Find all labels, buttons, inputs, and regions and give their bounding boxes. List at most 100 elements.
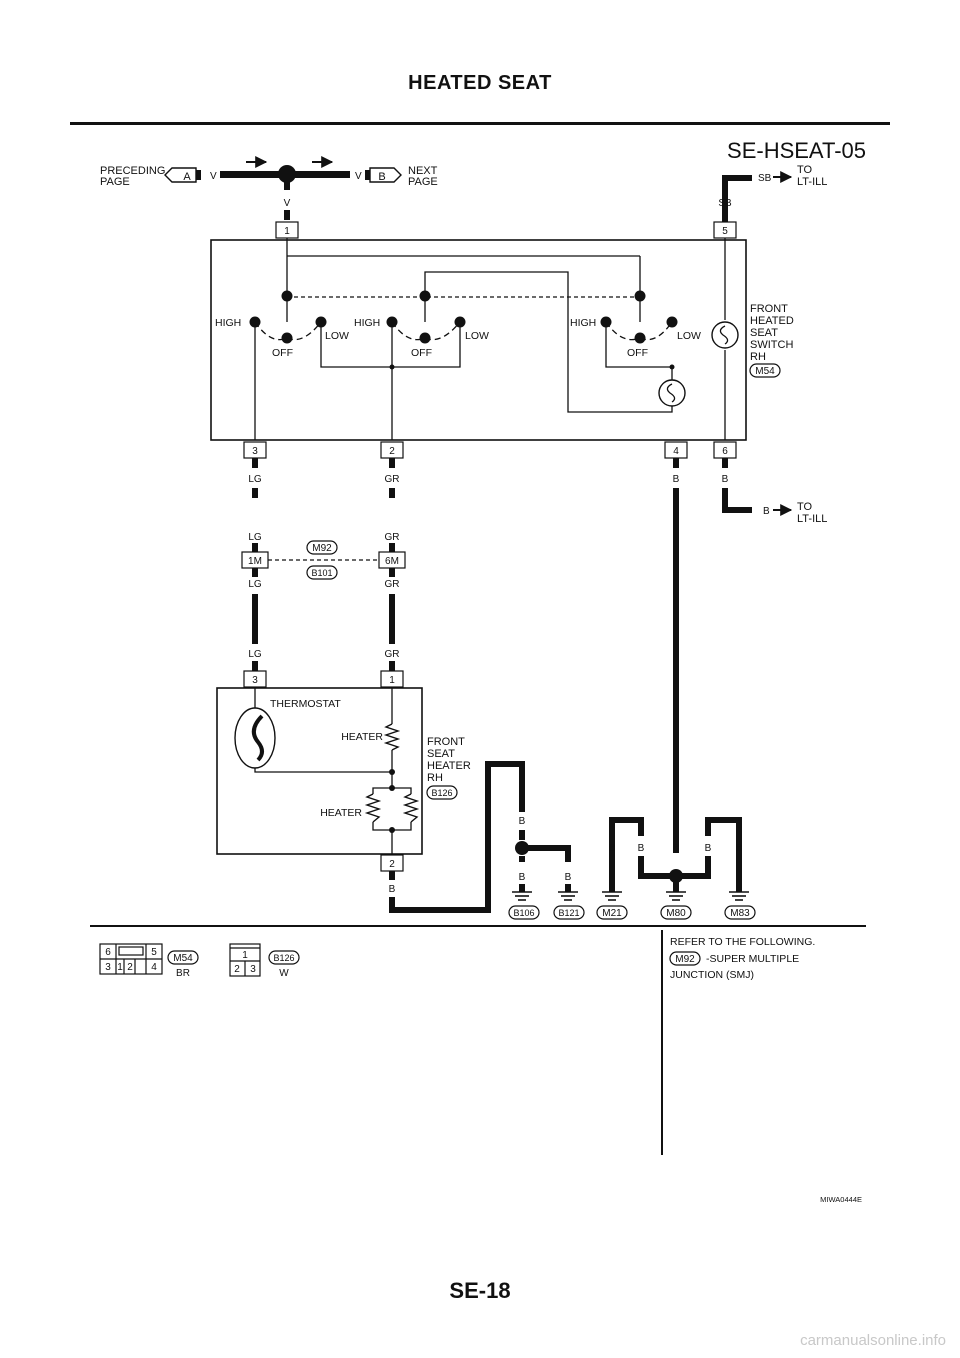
svg-text:PRECEDING: PRECEDING: [100, 165, 165, 177]
svg-text:B: B: [638, 843, 645, 854]
svg-text:HIGH: HIGH: [354, 317, 380, 329]
svg-text:1: 1: [389, 675, 395, 686]
svg-text:B106: B106: [513, 908, 534, 918]
svg-text:4: 4: [151, 962, 157, 973]
connector-b126-badge[interactable]: B126: [426, 785, 458, 800]
heater-element-icon: [364, 723, 420, 823]
reference-m92-badge[interactable]: M92: [669, 951, 701, 966]
svg-text:3: 3: [252, 446, 258, 457]
svg-text:2: 2: [234, 964, 240, 975]
svg-text:1: 1: [284, 226, 290, 237]
svg-text:THERMOSTAT: THERMOSTAT: [270, 698, 341, 710]
svg-text:FRONT: FRONT: [427, 736, 465, 748]
svg-text:5: 5: [151, 947, 157, 958]
header-rule: [70, 122, 890, 125]
svg-text:LT-ILL: LT-ILL: [797, 513, 827, 525]
svg-text:B: B: [519, 872, 526, 883]
connector-m54-badge[interactable]: M54: [749, 363, 781, 378]
heater-label: FRONT SEAT HEATER RH: [427, 736, 471, 784]
thermostat-icon: [234, 707, 276, 769]
svg-text:M80: M80: [666, 908, 686, 919]
indicator-lamp-icon: [658, 379, 686, 407]
svg-text:LG: LG: [248, 532, 262, 543]
svg-text:OFF: OFF: [627, 347, 648, 359]
switch-pin-1: 1: [275, 221, 299, 239]
svg-text:SEAT: SEAT: [427, 748, 455, 760]
svg-text:M92: M92: [675, 954, 695, 965]
connector-view-m54: [99, 943, 163, 975]
svg-text:GR: GR: [385, 579, 400, 590]
watermark: carmanualsonline.info: [800, 1332, 946, 1349]
svg-text:LOW: LOW: [325, 330, 349, 342]
connector-m92-badge[interactable]: M92: [306, 540, 338, 555]
page-number: SE-18: [449, 1278, 511, 1303]
ground-m80-badge[interactable]: M80: [660, 905, 692, 920]
svg-text:LG: LG: [248, 649, 262, 660]
switch-pin-4: 4: [664, 441, 688, 459]
svg-text:B: B: [722, 474, 729, 485]
svg-text:LG: LG: [248, 474, 262, 485]
image-code: MIWA0444E: [820, 1195, 862, 1204]
switch-pin-5: 5: [713, 221, 737, 239]
connector-view-b126-badge[interactable]: B126: [268, 950, 300, 965]
svg-text:B: B: [673, 474, 680, 485]
ground-m83-badge[interactable]: M83: [724, 905, 756, 920]
ground-b121-badge[interactable]: B121: [553, 905, 585, 920]
svg-text:TO: TO: [797, 164, 813, 176]
connector-b101-badge[interactable]: B101: [306, 565, 338, 580]
svg-text:6M: 6M: [385, 556, 399, 567]
svg-text:B: B: [565, 872, 572, 883]
svg-text:B126: B126: [431, 788, 452, 798]
svg-text:LG: LG: [248, 579, 262, 590]
svg-text:5: 5: [722, 226, 728, 237]
svg-text:1: 1: [242, 950, 248, 961]
svg-text:GR: GR: [385, 532, 400, 543]
junction-pin-1m: 1M: [241, 551, 269, 569]
switch-pin-3: 3: [243, 441, 267, 459]
heater-pin-2: 2: [380, 854, 404, 872]
svg-text:SEAT: SEAT: [750, 327, 778, 339]
svg-text:B: B: [763, 506, 770, 517]
heated-seat-switch: [210, 239, 747, 441]
svg-text:LT-ILL: LT-ILL: [797, 176, 827, 188]
page-title: HEATED SEAT: [408, 72, 552, 94]
svg-text:RH: RH: [427, 772, 443, 784]
svg-text:JUNCTION (SMJ): JUNCTION (SMJ): [670, 969, 754, 981]
svg-text:B: B: [609, 843, 616, 854]
connector-view-m54-badge[interactable]: M54: [167, 950, 199, 965]
svg-text:3: 3: [252, 675, 258, 686]
svg-text:V: V: [355, 171, 362, 182]
svg-text:GR: GR: [385, 649, 400, 660]
diagram-id: SE-HSEAT-05: [727, 138, 866, 163]
svg-text:PAGE: PAGE: [100, 176, 130, 188]
junction-pin-6m: 6M: [378, 551, 406, 569]
svg-text:4: 4: [673, 446, 679, 457]
svg-text:M21: M21: [602, 908, 622, 919]
next-page-ref[interactable]: V B NEXT PAGE: [355, 165, 438, 188]
svg-text:2: 2: [389, 446, 395, 457]
svg-text:1M: 1M: [248, 556, 262, 567]
heater-pin-1: 1: [380, 670, 404, 688]
svg-text:HIGH: HIGH: [215, 317, 241, 329]
svg-text:SB: SB: [758, 173, 772, 184]
ground-b106-badge[interactable]: B106: [508, 905, 540, 920]
svg-text:M54: M54: [173, 953, 193, 964]
svg-text:W: W: [279, 968, 289, 979]
preceding-page-ref[interactable]: PRECEDING PAGE A V: [100, 165, 217, 188]
switch-pin-2: 2: [380, 441, 404, 459]
svg-text:M54: M54: [755, 366, 775, 377]
heater-pin-3: 3: [243, 670, 267, 688]
ground-icon: [512, 891, 749, 901]
svg-text:2: 2: [389, 859, 395, 870]
svg-text:HEATER: HEATER: [341, 731, 383, 743]
svg-text:B: B: [736, 843, 743, 854]
svg-text:3: 3: [250, 964, 256, 975]
svg-text:TO: TO: [797, 501, 813, 513]
ground-m21-badge[interactable]: M21: [596, 905, 628, 920]
svg-text:GR: GR: [385, 474, 400, 485]
svg-text:B: B: [389, 884, 396, 895]
svg-text:B: B: [519, 816, 526, 827]
svg-text:RH: RH: [750, 351, 766, 363]
svg-text:HIGH: HIGH: [570, 317, 596, 329]
